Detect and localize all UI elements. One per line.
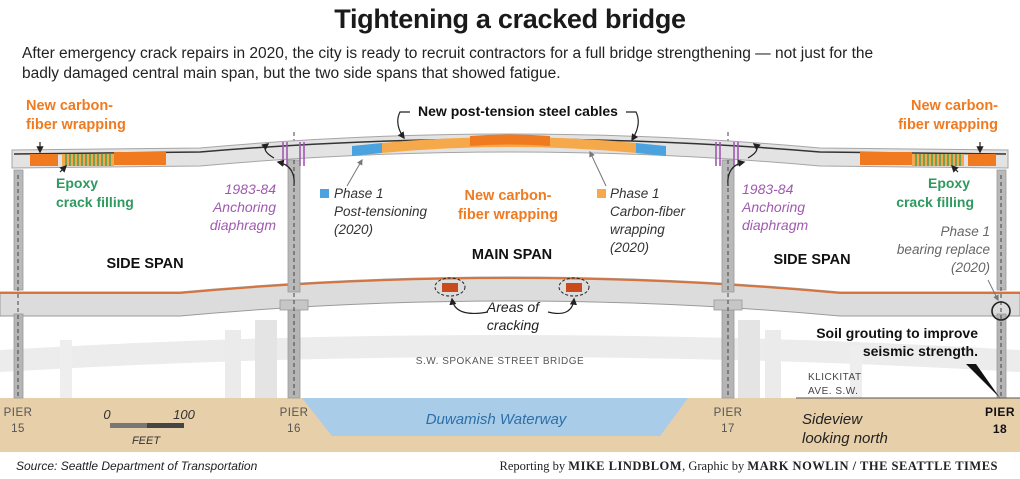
bridge-deck [0,276,1020,317]
epoxy-left-line2: crack filling [56,194,134,210]
cracking-areas [434,277,590,315]
pier-15 [13,313,24,399]
carbon-fiber-center [352,134,666,156]
pier-18-label-line1: PIER [985,405,1015,419]
pier-15-label-line2: 15 [11,423,25,435]
cables-label: New post-tension steel cables [418,103,618,119]
carbon-left-line1: New carbon- [26,98,113,114]
phase1-carbon-line1: Phase 1 [610,186,660,201]
epoxy-right-line2: crack filling [896,194,974,210]
scale-hundred: 100 [173,407,195,422]
carbon-fiber-right [860,152,996,166]
main-span: MAIN SPAN [472,247,552,263]
carbon-right-line1: New carbon- [911,98,998,114]
phase1-carbon-swatch [597,189,606,198]
carbon-center-line1: New carbon- [464,188,551,204]
diaphragm-right-line3: diaphragm [742,217,808,233]
diaphragm-left-line2: Anchoring [212,199,276,215]
sideview-line1: Sideview [802,411,863,428]
phase1-carbon-line2: Carbon-fiber [610,204,686,219]
sideview-line2: looking north [802,430,888,447]
diaphragm-right-line1: 1983-84 [742,181,794,197]
credit-graphic: MARK NOWLIN / THE SEATTLE TIMES [747,459,998,473]
credit-mid: , Graphic by [682,459,748,473]
cracking-line1: Areas of [486,299,541,315]
credit-line: Reporting by MIKE LINDBLOM, Graphic by M… [500,459,998,474]
epoxy-right-line1: Epoxy [928,175,970,191]
scale-unit: FEET [132,435,161,447]
subtitle-line-2: badly damaged central main span, but the… [22,65,561,82]
epoxy-left-line1: Epoxy [56,175,98,191]
pier-17-label-line2: 17 [721,423,735,435]
scale-bar [110,423,184,428]
bearing-line2: bearing replace [897,242,990,257]
phase1-carbon-line3: wrapping [610,222,665,237]
bearing-line1: Phase 1 [940,224,990,239]
carbon-center-line2: fiber wrapping [458,207,558,223]
background-structures [0,320,1020,398]
subtitle: After emergency crack repairs in 2020, t… [22,44,1002,84]
page-title: Tightening a cracked bridge [334,4,686,34]
soil-pointer [966,364,1000,398]
pier-15-label-line1: PIER [4,407,33,419]
subtitle-line-1: After emergency crack repairs in 2020, t… [22,45,874,62]
pier-16-label-line2: 16 [287,423,301,435]
phase1-post-swatch [320,189,329,198]
credit-reporter: MIKE LINDBLOM [568,459,683,473]
carbon-fiber-left [30,152,166,166]
credit-prefix: Reporting by [499,459,569,473]
carbon-left-line2: fiber wrapping [26,117,126,133]
pier-16-label-line1: PIER [280,407,309,419]
soil-line2: seismic strength. [863,343,978,359]
bearing-highlight [991,301,1011,321]
waterway-label: Duwamish Waterway [426,411,568,428]
scale-zero: 0 [103,407,111,422]
diaphragm-left-line1: 1983-84 [225,181,277,197]
phase1-post-line3: (2020) [334,222,373,237]
side-span-right: SIDE SPAN [773,252,850,268]
phase1-post-line1: Phase 1 [334,186,384,201]
diaphragm-right-line2: Anchoring [741,199,805,215]
phase1-carbon-line4: (2020) [610,240,649,255]
klickitat-line1: KLICKITAT [808,372,862,383]
side-span-left: SIDE SPAN [106,256,183,272]
phase1-post-line2: Post-tensioning [334,204,428,219]
diaphragm-left-line3: diaphragm [210,217,276,233]
bearing-line3: (2020) [951,260,990,275]
duwamish-waterway [302,398,688,436]
klickitat-line2: AVE. S.W. [808,386,858,397]
spokane-bridge-label: S.W. SPOKANE STREET BRIDGE [416,356,584,367]
pier-18-label-line2: 18 [993,422,1007,436]
soil-line1: Soil grouting to improve [816,325,978,341]
cracking-line2: cracking [487,317,539,333]
carbon-right-line2: fiber wrapping [898,117,998,133]
pier-17-label-line1: PIER [714,407,743,419]
source-note: Source: Seattle Department of Transporta… [16,459,258,473]
